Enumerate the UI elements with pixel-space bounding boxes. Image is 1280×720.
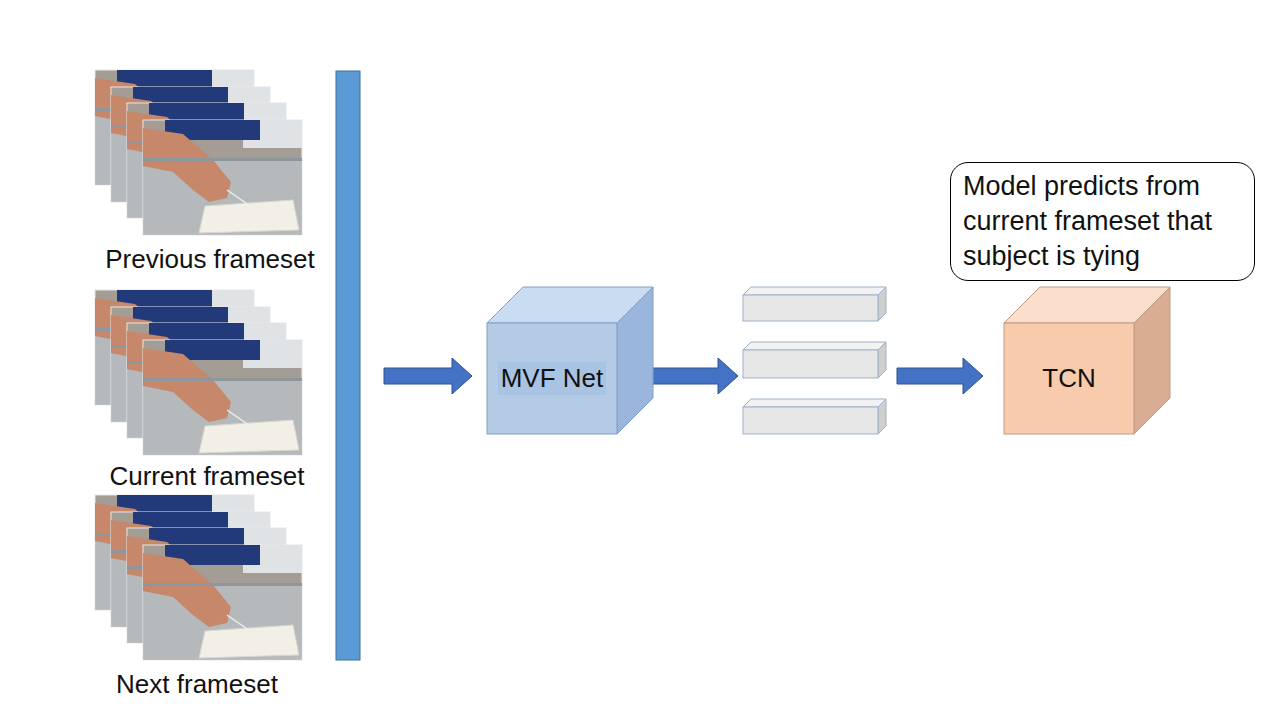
cube-side [617,287,653,434]
feature-vector [743,399,886,434]
vector-top [743,287,886,295]
cube-side [1134,287,1170,434]
cube-outline [1004,287,1172,436]
cube-front [1004,323,1134,434]
process-cube: TCN [1004,323,1134,434]
vector-front [743,350,878,378]
process-cube: MVF Net [487,323,617,434]
vector-side [878,399,886,434]
feature-vector [743,287,886,321]
vector-front [743,407,878,434]
node-label: MVF Net [498,362,607,396]
vector-top [743,399,886,407]
flow-arrow [384,358,472,394]
node-label: TCN [1042,362,1095,396]
vector-side [878,287,886,321]
frame-stack [95,495,302,660]
callout-text: Model predicts from current frameset tha… [963,169,1242,274]
vector-side [878,342,886,378]
concat-bar [336,71,360,660]
feature-vector [743,342,886,378]
vector-front [743,295,878,321]
frameset-caption: Next frameset [116,669,278,700]
frame-stack [95,70,302,235]
frameset-caption: Current frameset [109,461,304,492]
frame-stack [95,290,302,455]
callout-box: Model predicts from current frameset tha… [950,162,1255,281]
flow-arrow [652,358,738,394]
vector-top [743,342,886,350]
cube-front [487,323,617,434]
frameset-caption: Previous frameset [105,244,315,275]
flow-arrow [897,358,983,394]
